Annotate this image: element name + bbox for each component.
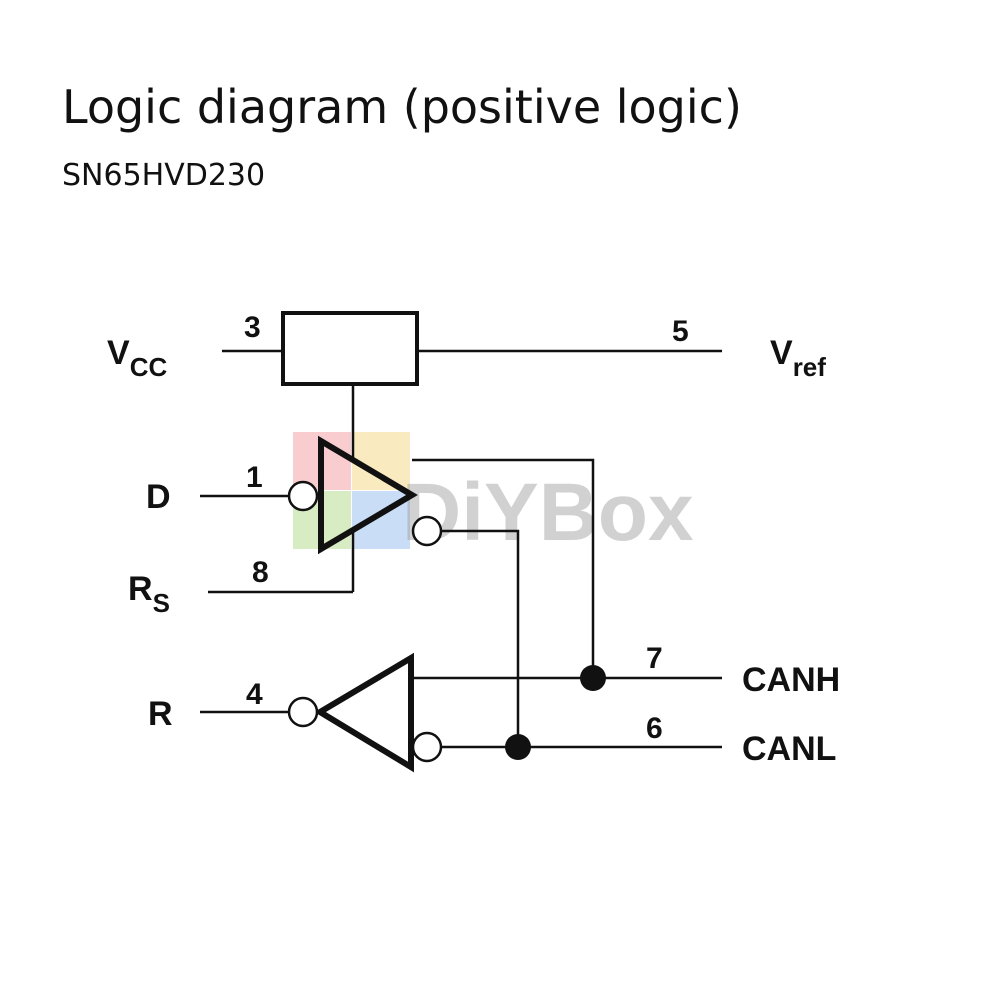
driver-output-bubble	[411, 515, 443, 547]
receiver-buffer	[314, 652, 414, 773]
vref-main: V	[770, 334, 793, 372]
signal-label-canh: CANH	[742, 661, 840, 699]
canl-driver-wire	[441, 529, 520, 747]
pin-number-canh: 7	[646, 642, 663, 675]
pin-number-rs: 8	[252, 556, 269, 589]
page-subtitle: SN65HVD230	[62, 158, 266, 193]
vref-subscript: ref	[793, 352, 827, 382]
signal-label-r: R	[148, 695, 173, 733]
watermark-square-yellow	[352, 432, 410, 490]
canh-driver-wire	[412, 458, 595, 678]
signal-label-vref: Vref	[770, 334, 826, 382]
pin-number-r: 4	[246, 678, 263, 711]
vcc-main: V	[107, 334, 130, 372]
vcc-subscript: CC	[130, 352, 168, 382]
driver-input-bubble	[287, 480, 319, 512]
pin-number-d: 1	[246, 461, 263, 494]
receiver-output-bubble	[287, 696, 319, 728]
signal-label-canl: CANL	[742, 730, 836, 768]
watermark-text: DiYBox	[402, 467, 694, 558]
vref-block	[281, 311, 419, 386]
signal-label-d: D	[146, 478, 171, 516]
receiver-input-bubble	[411, 731, 443, 763]
canl-junction-dot	[505, 734, 531, 760]
rs-main: R	[128, 570, 153, 608]
pin-number-vref: 5	[672, 315, 689, 348]
driver-buffer	[318, 435, 418, 555]
canh-junction-dot	[580, 665, 606, 691]
pin-number-vcc: 3	[244, 311, 261, 344]
signal-label-vcc: VCC	[107, 334, 167, 382]
pin-number-canl: 6	[646, 712, 663, 745]
signal-label-rs: RS	[128, 570, 170, 618]
rs-subscript: S	[153, 588, 170, 618]
page-title: Logic diagram (positive logic)	[62, 80, 742, 134]
